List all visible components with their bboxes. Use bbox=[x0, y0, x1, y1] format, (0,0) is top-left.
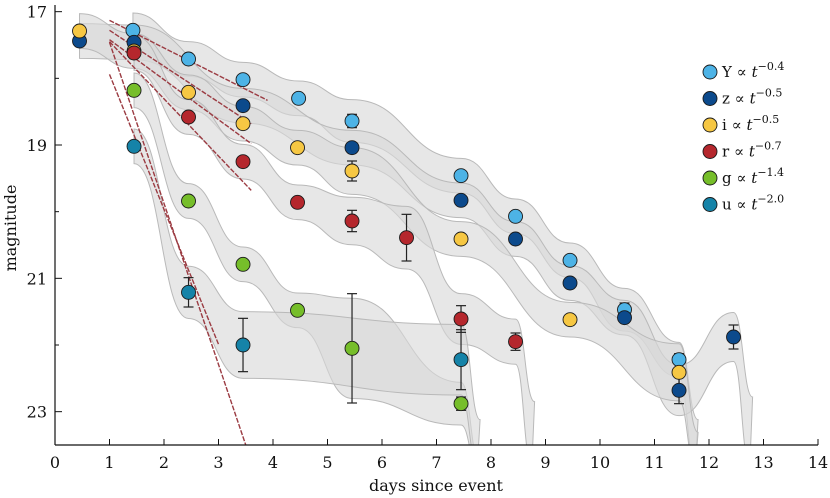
x-tick-label: 13 bbox=[753, 453, 773, 472]
x-tick-label: 3 bbox=[213, 453, 223, 472]
x-tick-label: 5 bbox=[322, 453, 332, 472]
data-point-i-2 bbox=[181, 84, 196, 100]
data-point-r-7 bbox=[508, 334, 523, 350]
legend-label-r: r ∝ t−0.7 bbox=[722, 140, 782, 161]
data-point-u-2 bbox=[235, 337, 251, 353]
data-point-z-5 bbox=[508, 231, 523, 247]
data-point-z-4 bbox=[453, 192, 469, 208]
data-point-g-5 bbox=[453, 396, 469, 412]
data-point-i-4 bbox=[290, 140, 305, 156]
data-points bbox=[72, 22, 741, 412]
fit-line-u bbox=[108, 42, 247, 445]
legend-marker-i bbox=[702, 117, 718, 133]
uncertainty-band-u bbox=[133, 128, 481, 445]
fit-line-g bbox=[108, 74, 220, 345]
data-point-i-5 bbox=[344, 163, 360, 179]
legend-marker-Y bbox=[702, 64, 718, 80]
x-axis-title: days since event bbox=[369, 476, 504, 495]
data-point-u-1 bbox=[181, 284, 196, 300]
data-point-i-6 bbox=[453, 231, 469, 247]
x-tick-label: 10 bbox=[590, 453, 610, 472]
data-point-Y-2 bbox=[235, 72, 251, 88]
data-point-u-3 bbox=[453, 352, 469, 368]
y-tick-label: 23 bbox=[27, 403, 47, 422]
data-point-z-8 bbox=[671, 382, 687, 398]
data-point-r-3 bbox=[290, 194, 305, 210]
data-point-Y-1 bbox=[181, 51, 196, 67]
data-point-r-5 bbox=[399, 230, 414, 246]
data-point-i-8 bbox=[671, 364, 687, 380]
legend-label-i: i ∝ t−0.5 bbox=[722, 113, 779, 134]
data-point-Y-6 bbox=[508, 208, 523, 224]
data-point-Y-5 bbox=[453, 168, 469, 184]
data-point-Y-4 bbox=[344, 113, 360, 129]
y-tick-label: 19 bbox=[27, 136, 47, 155]
data-point-z-9 bbox=[726, 329, 741, 345]
data-point-g-3 bbox=[290, 302, 305, 318]
data-point-z-7 bbox=[617, 310, 632, 326]
legend: Y ∝ t−0.4 z ∝ t−0.5 i ∝ t−0.5 r ∝ t−0.7 g ∝ … bbox=[702, 60, 784, 214]
x-tick-label: 7 bbox=[431, 453, 441, 472]
legend-label-Y: Y ∝ t−0.4 bbox=[721, 60, 784, 81]
legend-label-u: u ∝ t−2.0 bbox=[722, 193, 784, 214]
legend-label-g: g ∝ t−1.4 bbox=[722, 166, 784, 187]
x-tick-label: 11 bbox=[644, 453, 664, 472]
y-axis-title: magnitude bbox=[1, 185, 20, 272]
data-point-g-2 bbox=[235, 256, 251, 272]
data-point-g-4 bbox=[344, 340, 360, 356]
data-point-u-0 bbox=[126, 138, 142, 154]
data-point-r-4 bbox=[344, 213, 360, 229]
uncertainty-bands bbox=[79, 12, 754, 445]
legend-marker-g bbox=[702, 170, 718, 186]
x-tick-label: 1 bbox=[104, 453, 114, 472]
data-point-i-0 bbox=[72, 23, 87, 39]
x-tick-label: 14 bbox=[808, 453, 828, 472]
x-tick-label: 2 bbox=[159, 453, 169, 472]
data-point-g-0 bbox=[126, 82, 142, 98]
legend-marker-r bbox=[702, 144, 718, 159]
uncertainty-band-r bbox=[133, 35, 536, 445]
data-point-Y-3 bbox=[291, 90, 307, 106]
x-tick-label: 4 bbox=[268, 453, 278, 472]
y-tick-label: 21 bbox=[27, 269, 47, 288]
x-tick-label: 8 bbox=[486, 453, 496, 472]
fit-line-r bbox=[108, 41, 252, 191]
data-point-i-7 bbox=[562, 312, 578, 328]
x-tick-label: 6 bbox=[377, 453, 387, 472]
data-point-r-6 bbox=[453, 311, 469, 327]
x-tick-label: 9 bbox=[540, 453, 550, 472]
data-point-g-1 bbox=[181, 193, 196, 209]
data-point-Y-7 bbox=[562, 252, 578, 268]
legend-marker-z bbox=[702, 91, 718, 106]
data-point-Y-9 bbox=[671, 352, 687, 368]
legend-label-z: z ∝ t−0.5 bbox=[722, 87, 782, 108]
y-tick-label: 17 bbox=[27, 3, 47, 22]
legend-marker-u bbox=[702, 197, 718, 212]
data-point-z-2 bbox=[235, 98, 251, 114]
data-point-z-6 bbox=[562, 275, 578, 291]
data-point-r-1 bbox=[181, 109, 196, 125]
x-tick-label: 0 bbox=[50, 453, 60, 472]
data-point-z-3 bbox=[344, 140, 360, 156]
data-point-r-0 bbox=[126, 45, 142, 61]
x-tick-label: 12 bbox=[699, 453, 719, 472]
uncertainty-band-i bbox=[79, 13, 699, 445]
data-point-i-3 bbox=[235, 116, 251, 132]
data-point-r-2 bbox=[235, 154, 251, 170]
